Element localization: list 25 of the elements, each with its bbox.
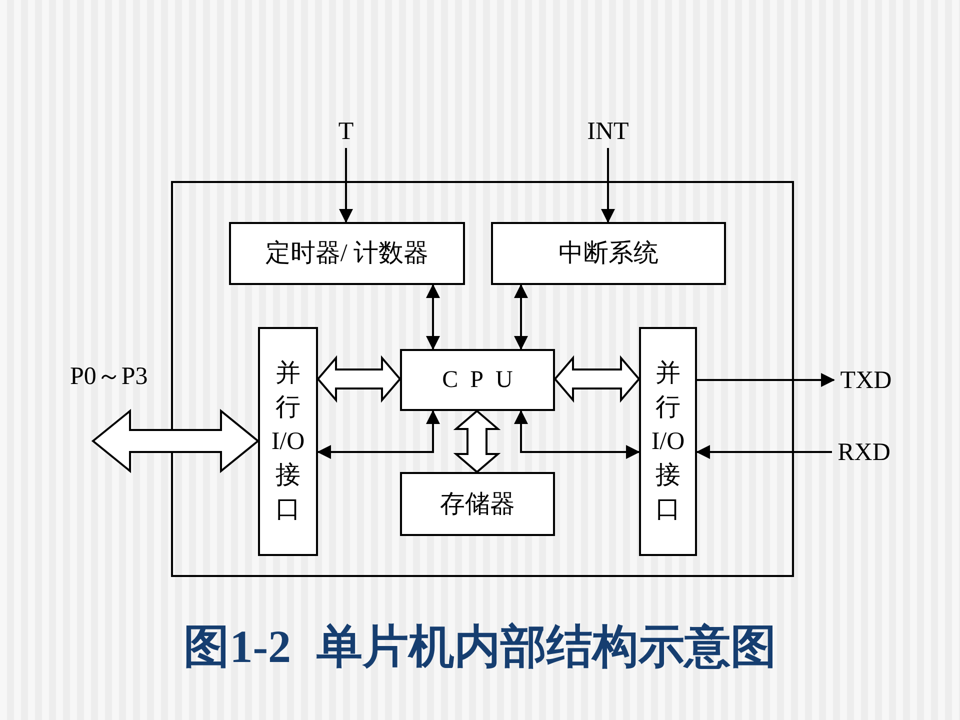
cpu-block: CPU: [400, 349, 555, 411]
chip-frame: [171, 181, 794, 577]
signal-label: T: [330, 114, 362, 148]
bent-double-arrow: [514, 410, 640, 459]
arrow: [339, 148, 353, 223]
hollow-double-arrow: [91, 408, 260, 474]
arrow: [601, 148, 615, 223]
memory-block: 存储器: [400, 472, 555, 536]
arrow: [696, 445, 832, 459]
double-arrow: [514, 284, 528, 350]
io-port-block: 并行I/O接口: [258, 327, 318, 556]
io-port-block: 并行I/O接口: [639, 327, 697, 556]
arrow: [697, 373, 835, 387]
bent-double-arrow: [317, 410, 440, 459]
double-arrow: [426, 284, 440, 350]
hollow-double-arrow: [453, 410, 501, 474]
signal-label: RXD: [832, 436, 896, 468]
signal-label: TXD: [834, 364, 898, 396]
function-block: 中断系统: [491, 222, 726, 285]
hollow-double-arrow: [554, 355, 640, 403]
function-block: 定时器/ 计数器: [229, 222, 465, 285]
signal-label: INT: [578, 114, 638, 148]
edge-label: P0～P3: [70, 364, 148, 389]
figure-caption: 图1-2 单片机内部结构示意图: [184, 624, 776, 670]
hollow-double-arrow: [316, 355, 402, 403]
